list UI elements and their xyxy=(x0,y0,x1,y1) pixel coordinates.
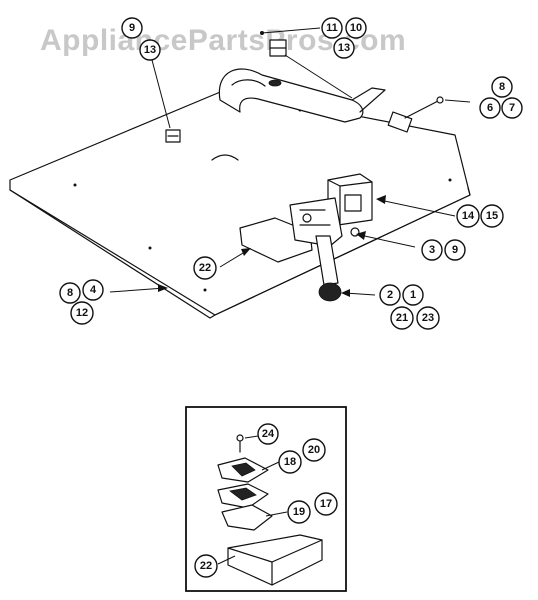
svg-text:1: 1 xyxy=(410,289,416,301)
svg-text:11: 11 xyxy=(326,22,338,34)
svg-text:8: 8 xyxy=(499,81,505,93)
svg-text:23: 23 xyxy=(422,312,434,324)
callout-18[interactable]: 18 xyxy=(278,450,302,474)
svg-text:9: 9 xyxy=(452,244,458,256)
svg-text:6: 6 xyxy=(487,102,493,114)
svg-text:4: 4 xyxy=(90,284,97,296)
callout-24[interactable]: 24 xyxy=(257,423,279,445)
svg-text:21: 21 xyxy=(396,312,408,324)
callout-15[interactable]: 15 xyxy=(480,204,504,228)
callout-8-right[interactable]: 8 xyxy=(491,76,513,98)
callout-3[interactable]: 3 xyxy=(421,239,443,261)
orifice-part xyxy=(269,39,287,57)
callout-4[interactable]: 4 xyxy=(82,279,104,301)
inset-parts xyxy=(217,434,323,586)
svg-text:13: 13 xyxy=(338,42,350,54)
svg-text:8: 8 xyxy=(67,287,73,299)
callout-14[interactable]: 14 xyxy=(456,204,480,228)
svg-text:15: 15 xyxy=(486,210,498,222)
svg-text:22: 22 xyxy=(199,262,211,274)
svg-text:24: 24 xyxy=(262,428,275,440)
callout-8-left[interactable]: 8 xyxy=(59,282,81,304)
callout-12[interactable]: 12 xyxy=(70,301,94,325)
svg-text:12: 12 xyxy=(76,307,88,319)
callout-7[interactable]: 7 xyxy=(501,97,523,119)
svg-text:2: 2 xyxy=(387,289,393,301)
svg-text:13: 13 xyxy=(144,44,156,56)
burner-tube xyxy=(218,68,386,123)
clip-part xyxy=(165,129,181,143)
callout-19[interactable]: 19 xyxy=(287,500,311,524)
svg-text:20: 20 xyxy=(308,444,320,456)
callout-6[interactable]: 6 xyxy=(479,97,501,119)
callout-22-inset[interactable]: 22 xyxy=(194,554,218,578)
callout-1[interactable]: 1 xyxy=(402,284,424,306)
callout-9-right[interactable]: 9 xyxy=(444,239,466,261)
leaders-inset xyxy=(217,435,288,565)
leaders-main xyxy=(109,27,471,297)
svg-text:14: 14 xyxy=(462,210,475,222)
svg-text:7: 7 xyxy=(509,102,515,114)
callout-22-main[interactable]: 22 xyxy=(193,256,217,280)
svg-text:10: 10 xyxy=(350,22,362,34)
callout-21[interactable]: 21 xyxy=(390,306,414,330)
callout-17[interactable]: 17 xyxy=(314,492,338,516)
svg-text:22: 22 xyxy=(200,560,212,572)
callout-2[interactable]: 2 xyxy=(379,284,401,306)
svg-text:3: 3 xyxy=(429,244,435,256)
callout-13-left[interactable]: 13 xyxy=(139,39,161,61)
svg-text:18: 18 xyxy=(284,456,296,468)
callout-10[interactable]: 10 xyxy=(345,17,367,39)
valve-assembly xyxy=(239,173,373,302)
callout-9-left[interactable]: 9 xyxy=(121,17,143,39)
svg-text:17: 17 xyxy=(320,498,332,510)
callout-11[interactable]: 11 xyxy=(321,17,343,39)
svg-text:9: 9 xyxy=(129,22,135,34)
svg-text:19: 19 xyxy=(293,506,305,518)
screw-bracket xyxy=(387,96,444,133)
callout-23[interactable]: 23 xyxy=(416,306,440,330)
callout-13-top[interactable]: 13 xyxy=(333,37,355,59)
callout-20[interactable]: 20 xyxy=(302,438,326,462)
